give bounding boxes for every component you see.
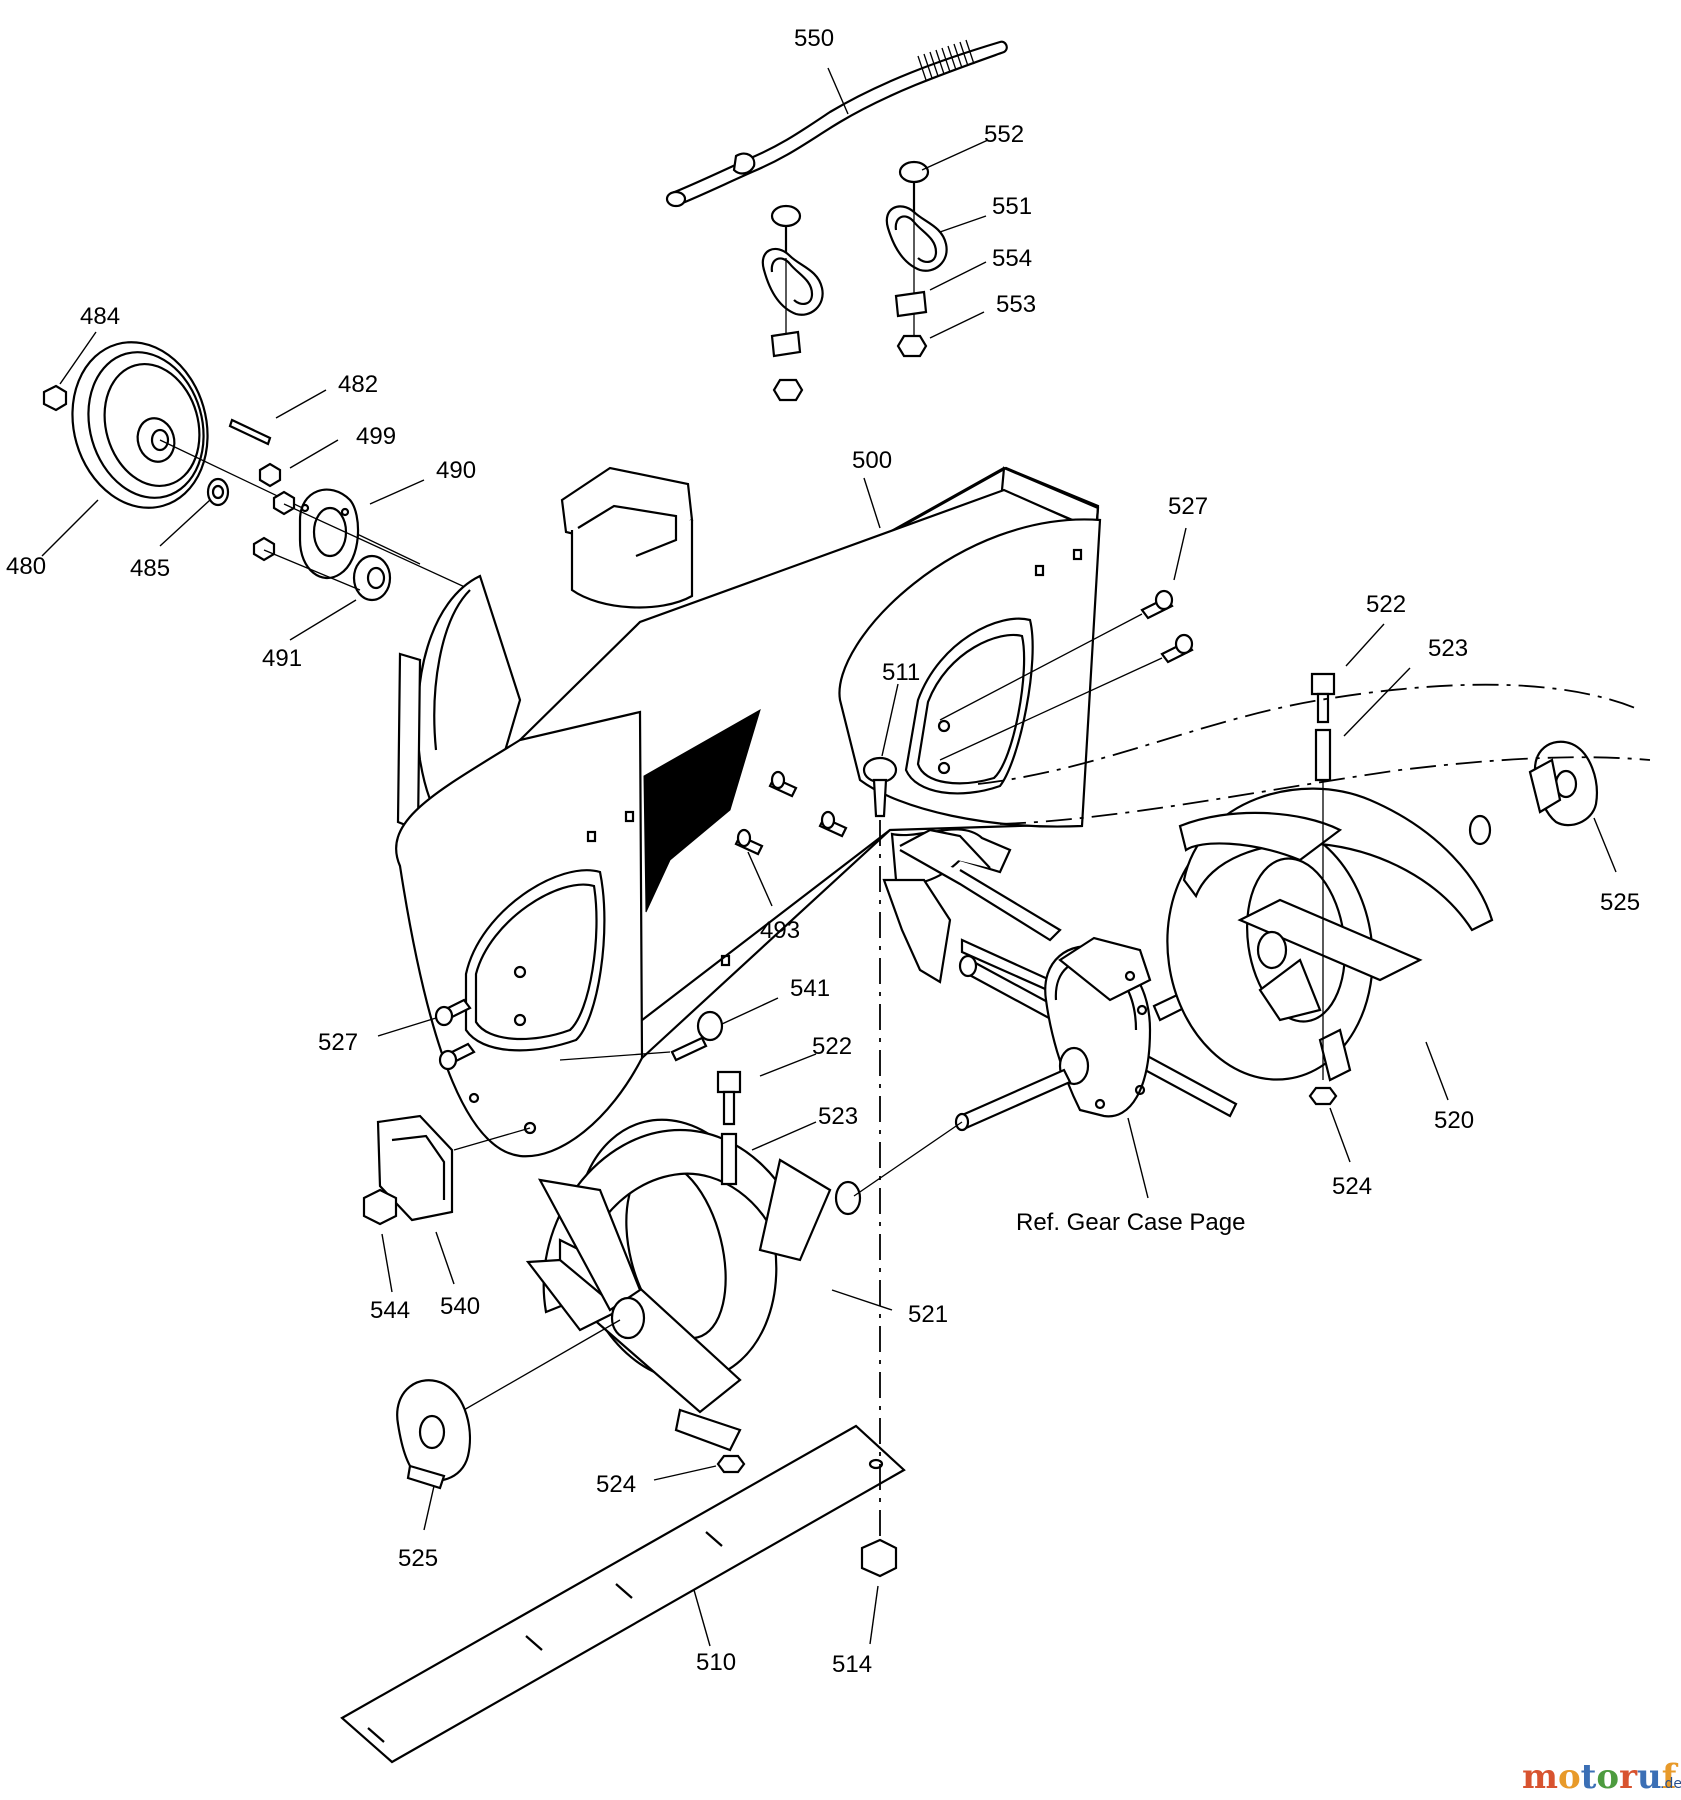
gear-case-reference-note: Ref. Gear Case Page: [1016, 1209, 1245, 1236]
callout-523-right: 523: [1428, 635, 1468, 662]
auger-left-hardware: [716, 1070, 746, 1474]
callout-482: 482: [338, 371, 378, 398]
callout-544: 544: [370, 1297, 410, 1324]
watermark-logo: motoruf .de: [1522, 1757, 1681, 1797]
assembly-lines: [453, 683, 1651, 1540]
auger-right: [1166, 787, 1494, 1082]
callout-490: 490: [436, 457, 476, 484]
auger-right-hardware: [1308, 672, 1338, 1106]
leader-lines: [41, 67, 1617, 1647]
shave-bolt: [670, 1010, 724, 1062]
housing-bolts: [734, 770, 848, 856]
callout-521: 521: [908, 1301, 948, 1328]
bushing: [206, 477, 230, 507]
callout-500: 500: [852, 447, 892, 474]
callout-541: 541: [790, 975, 830, 1002]
callout-485: 485: [130, 555, 170, 582]
callout-553: 553: [996, 291, 1036, 318]
callout-523-left: 523: [818, 1103, 858, 1130]
callout-499: 499: [356, 423, 396, 450]
callout-491: 491: [262, 645, 302, 672]
callout-525-left: 525: [398, 1545, 438, 1572]
bearing-housing: [252, 462, 481, 602]
side-bolts-right: [939, 589, 1194, 761]
svg-text:.de: .de: [1660, 1776, 1681, 1792]
pulley: [71, 341, 421, 565]
bearing-left: [396, 1379, 472, 1490]
auger-housing: [395, 466, 1102, 1158]
callout-493: 493: [760, 917, 800, 944]
bearing-right: [1528, 740, 1598, 827]
callout-550: 550: [794, 25, 834, 52]
callout-552: 552: [984, 121, 1024, 148]
callout-511: 511: [882, 659, 920, 686]
callout-514: 514: [832, 1651, 872, 1678]
side-bolts-left: [434, 998, 476, 1071]
callout-527-left: 527: [318, 1029, 358, 1056]
chute-bracket-right: [885, 160, 948, 358]
callout-520: 520: [1434, 1107, 1474, 1134]
callout-522-right: 522: [1366, 591, 1406, 618]
chute-bracket-left: [761, 204, 824, 402]
scraper-nut: [860, 1538, 898, 1578]
shoe-nut: [362, 1188, 398, 1226]
callout-510: 510: [696, 1649, 736, 1676]
callout-527-right: 527: [1168, 493, 1208, 520]
svg-text:motoruf: motoruf: [1522, 1757, 1679, 1797]
callout-522-left: 522: [812, 1033, 852, 1060]
callout-554: 554: [992, 245, 1032, 272]
callout-551: 551: [992, 193, 1032, 220]
key: [228, 418, 272, 446]
callout-480: 480: [6, 553, 46, 580]
skid-shoe: [376, 1114, 454, 1222]
pulley-bolt: [42, 384, 68, 412]
callout-525-right: 525: [1600, 889, 1640, 916]
callout-524-left: 524: [596, 1471, 636, 1498]
scraper-bar: [340, 1424, 906, 1764]
chute-crank-rod: [665, 39, 1008, 208]
carriage-bolt: [862, 756, 898, 818]
callout-540: 540: [440, 1293, 480, 1320]
callout-labels: 550 552 551 554 553 484 482 499 490 500 …: [6, 25, 1640, 1678]
callout-484: 484: [80, 303, 120, 330]
callout-524-right: 524: [1332, 1173, 1372, 1200]
